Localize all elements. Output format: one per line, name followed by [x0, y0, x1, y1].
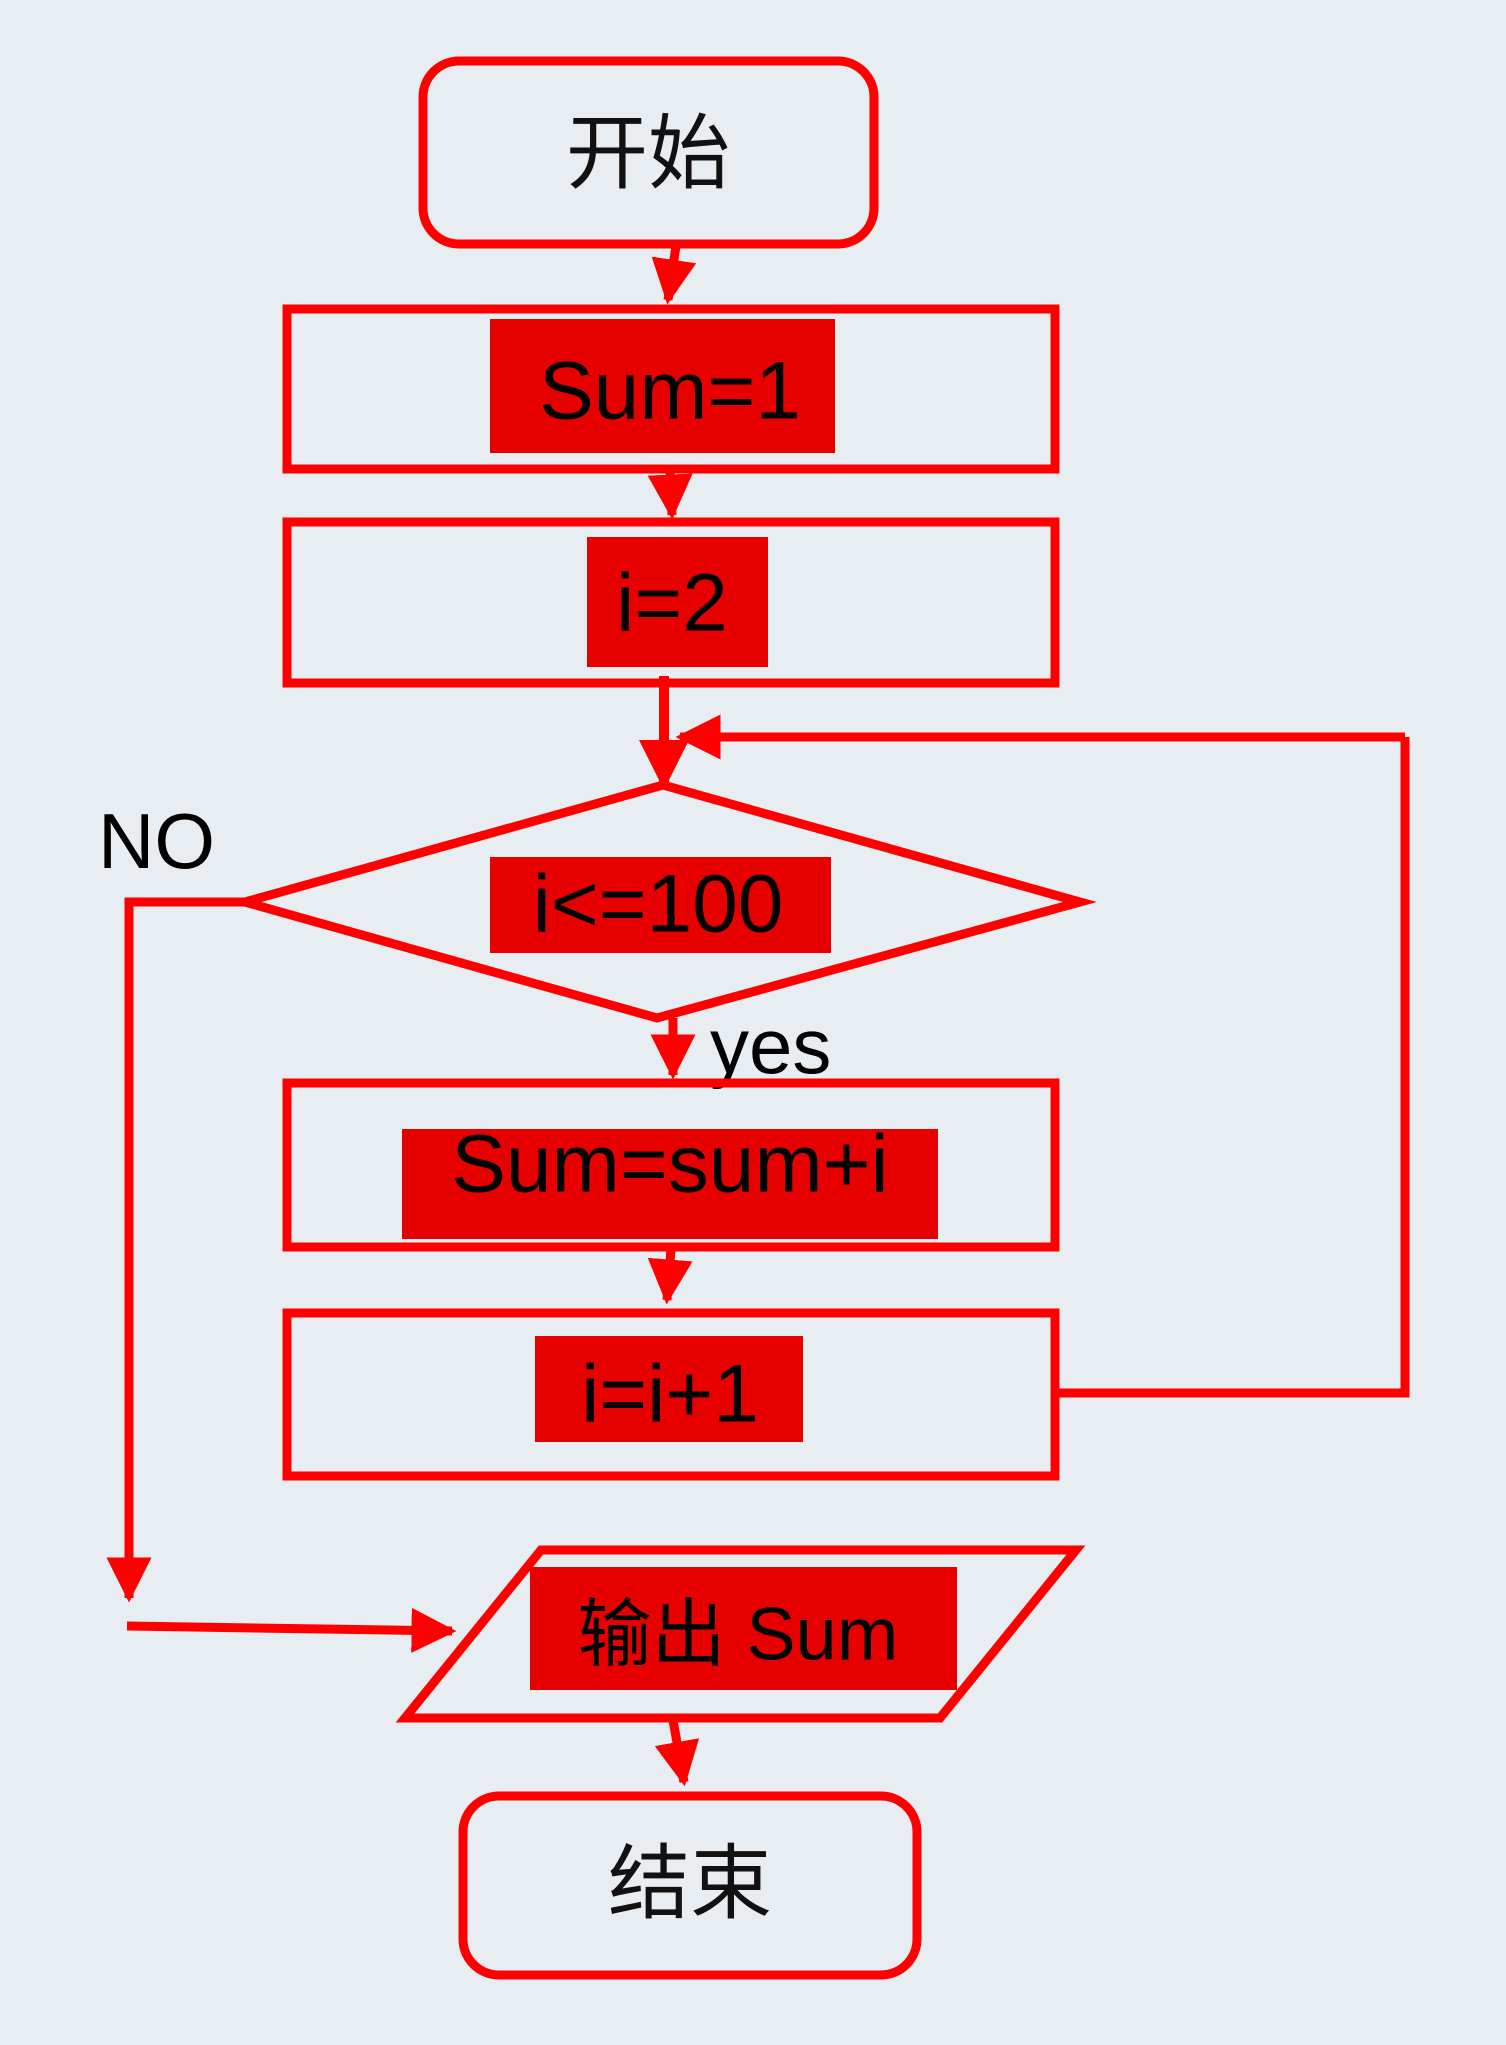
init-sum-shape [282, 304, 1060, 474]
arrow-accumulate-to-increment [647, 1248, 693, 1305]
no-branch-line [106, 897, 245, 1603]
condition-shape [228, 780, 1097, 1023]
start-shape [418, 56, 879, 249]
output-highlight [530, 1567, 957, 1690]
init-sum-highlight [490, 319, 835, 453]
no-branch-label: NO [98, 797, 215, 885]
accumulate-shape [282, 1078, 1060, 1252]
condition-node: i<=100 [228, 780, 1097, 1023]
start-label: 开始 [566, 107, 730, 202]
loop-back-line [1055, 737, 1410, 1398]
init-sum-node: Sum=1 [282, 304, 1060, 474]
output-shape [395, 1545, 1086, 1723]
end-node: 结束 [458, 1791, 922, 1980]
init-i-highlight [587, 537, 768, 667]
init-i-label: i=2 [616, 558, 728, 649]
yes-branch-label: yes [710, 1002, 831, 1090]
accumulate-label: Sum=sum+i [451, 1119, 889, 1210]
accumulate-node: Sum=sum+i [282, 1078, 1060, 1252]
output-label: 输出 Sum [578, 1593, 899, 1676]
condition-label: i<=100 [533, 859, 784, 950]
init-i-shape [282, 517, 1060, 688]
arrow-no-to-output [126, 1607, 457, 1653]
arrow-start-to-init-sum [651, 245, 697, 305]
accumulate-highlight [402, 1129, 938, 1239]
condition-highlight [490, 857, 831, 953]
init-i-node: i=2 [282, 517, 1060, 688]
output-node: 输出 Sum [395, 1545, 1086, 1723]
end-label: 结束 [608, 1837, 772, 1932]
increment-node: i=i+1 [282, 1308, 1060, 1481]
increment-highlight [535, 1336, 803, 1442]
end-shape [458, 1791, 922, 1980]
start-node: 开始 [418, 56, 879, 249]
increment-label: i=i+1 [581, 1349, 759, 1440]
init-sum-label: Sum=1 [539, 346, 801, 437]
arrow-output-to-end [654, 1719, 700, 1787]
arrow-init-sum-to-init-i [647, 470, 693, 520]
